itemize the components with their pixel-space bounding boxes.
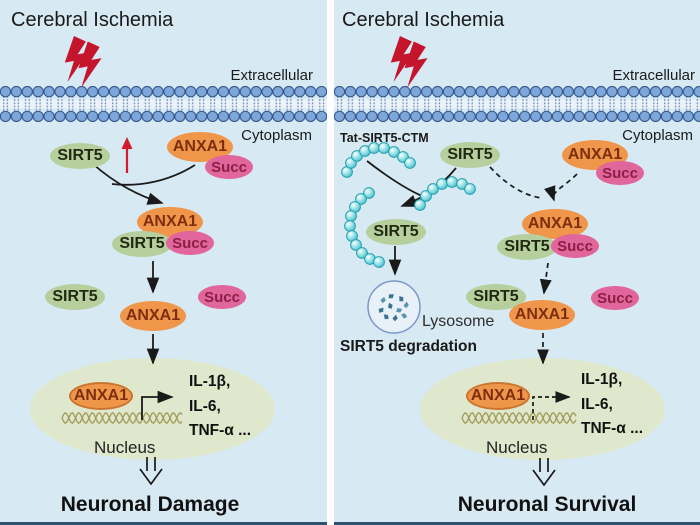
cytokine-tnfa: TNF-α ... (189, 422, 252, 439)
cytoplasm-label: Cytoplasm (241, 127, 312, 144)
succ-molecule: Succ (596, 161, 644, 185)
nucleus (30, 358, 275, 460)
lipid-bilayer-membrane (334, 86, 700, 122)
lysosome-label: Lysosome (422, 313, 495, 330)
sirt5-molecule-released: SIRT5 (45, 284, 105, 310)
lightning-bolt-icon (390, 36, 428, 88)
extracellular-label: Extracellular (612, 67, 695, 84)
cytokine-il1b: IL-1β, (581, 371, 623, 388)
cytokine-il1b: IL-1β, (189, 373, 231, 390)
nucleus (420, 358, 665, 460)
transcription-arrow-dashed (532, 391, 571, 420)
panel-treated: Cerebral Ischemia Extracellular Cytoplas… (334, 0, 700, 525)
anxa1-molecule-free: ANXA1 (509, 300, 575, 330)
panel-right-graphics (334, 36, 700, 525)
sirt5-molecule: SIRT5 (440, 142, 500, 168)
succ-molecule-released: Succ (591, 286, 639, 310)
outcome-label: Neuronal Survival (457, 493, 637, 516)
red-up-arrow-icon (121, 137, 133, 173)
sirt5-molecule-complex: SIRT5 (497, 234, 557, 260)
cytokine-tnfa: TNF-α ... (581, 420, 644, 437)
panel-title: Cerebral Ischemia (342, 9, 505, 31)
anxa1-molecule-nuclear: ANXA1 (466, 382, 530, 410)
sirt5-molecule-captured: SIRT5 (366, 219, 426, 245)
succ-molecule-complex: Succ (166, 231, 214, 255)
bottom-edge (334, 522, 700, 525)
panel-untreated: Cerebral Ischemia Extracellular Cytoplas… (0, 0, 327, 525)
cytokine-list: IL-1β, IL-6, TNF-α ... (581, 368, 643, 442)
succ-molecule-complex: Succ (551, 234, 599, 258)
bottom-edge (0, 522, 327, 525)
succ-molecule: Succ (205, 155, 253, 179)
panel-title: Cerebral Ischemia (11, 9, 174, 31)
inhibited-binding-arrows (489, 166, 578, 365)
succ-molecule-released: Succ (198, 285, 246, 309)
double-chevron-down-arrow-icon (532, 458, 556, 487)
extracellular-label: Extracellular (230, 67, 313, 84)
cytokine-list: IL-1β, IL-6, TNF-α ... (189, 370, 251, 444)
cytokine-il6: IL-6, (581, 395, 613, 413)
sirt5-molecule: SIRT5 (50, 143, 110, 169)
lysosome-icon (367, 280, 421, 334)
anxa1-molecule-free: ANXA1 (120, 301, 186, 331)
dna-helix-icon (61, 412, 183, 424)
treatment-label: Tat-SIRT5-CTM (340, 131, 429, 145)
peptide-bead-chain-icon (341, 142, 476, 268)
nucleus-label: Nucleus (486, 438, 548, 457)
double-chevron-down-arrow-icon (139, 457, 163, 486)
panel-left-graphics (0, 36, 327, 525)
sirt5-molecule-complex: SIRT5 (112, 231, 172, 257)
binding-arrows (92, 163, 196, 365)
lipid-bilayer-membrane (0, 86, 327, 122)
cytoplasm-label: Cytoplasm (622, 127, 693, 144)
panel-divider (327, 0, 334, 525)
degradation-label: SIRT5 degradation (340, 338, 477, 355)
transcription-arrow (141, 390, 174, 420)
lightning-bolt-icon (64, 36, 102, 88)
nucleus-label: Nucleus (94, 438, 156, 457)
anxa1-molecule-nuclear: ANXA1 (69, 382, 133, 410)
outcome-label: Neuronal Damage (60, 493, 240, 516)
degraded-protein-fragments (378, 294, 409, 322)
cytokine-il6: IL-6, (189, 397, 221, 415)
dna-helix-icon (461, 412, 577, 424)
